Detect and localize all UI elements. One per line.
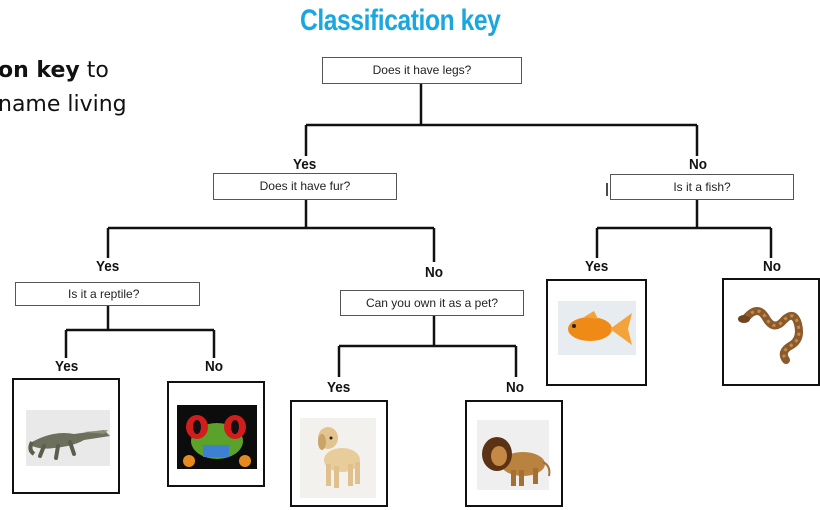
label-fish-yes: Yes	[585, 258, 609, 275]
lion-image	[477, 420, 551, 490]
intro-line-2: name living	[0, 92, 127, 117]
intro-text-2: name living	[0, 92, 127, 117]
question-fish: Is it a fish?	[610, 174, 794, 200]
card-snake	[722, 278, 820, 386]
label-pet-yes: Yes	[327, 379, 351, 396]
label-fur-no: No	[425, 264, 443, 281]
label-legs-yes: Yes	[293, 156, 317, 173]
label-reptile-no: No	[205, 358, 223, 375]
question-reptile: Is it a reptile?	[15, 282, 200, 306]
dog-image	[300, 418, 376, 498]
label-fish-no: No	[763, 258, 781, 275]
intro-text-1: to	[79, 58, 109, 83]
frog-image	[177, 405, 257, 469]
diagram-title: Classification key	[300, 4, 501, 37]
label-pet-no: No	[506, 379, 524, 396]
crocodile-image	[26, 410, 110, 466]
label-fur-yes: Yes	[96, 258, 120, 275]
intro-line-1: on key to	[0, 58, 109, 83]
label-legs-no: No	[689, 156, 707, 173]
question-legs: Does it have legs?	[322, 57, 522, 84]
card-frog	[167, 381, 265, 487]
card-dog	[290, 400, 388, 507]
card-lion	[465, 400, 563, 507]
card-goldfish	[546, 279, 647, 386]
goldfish-image	[558, 301, 636, 355]
snake-image	[738, 307, 803, 364]
question-fur: Does it have fur?	[213, 173, 397, 200]
label-reptile-yes: Yes	[55, 358, 79, 375]
card-crocodile	[12, 378, 120, 494]
intro-bold-text: on key	[0, 58, 80, 83]
question-pet: Can you own it as a pet?	[340, 290, 524, 316]
